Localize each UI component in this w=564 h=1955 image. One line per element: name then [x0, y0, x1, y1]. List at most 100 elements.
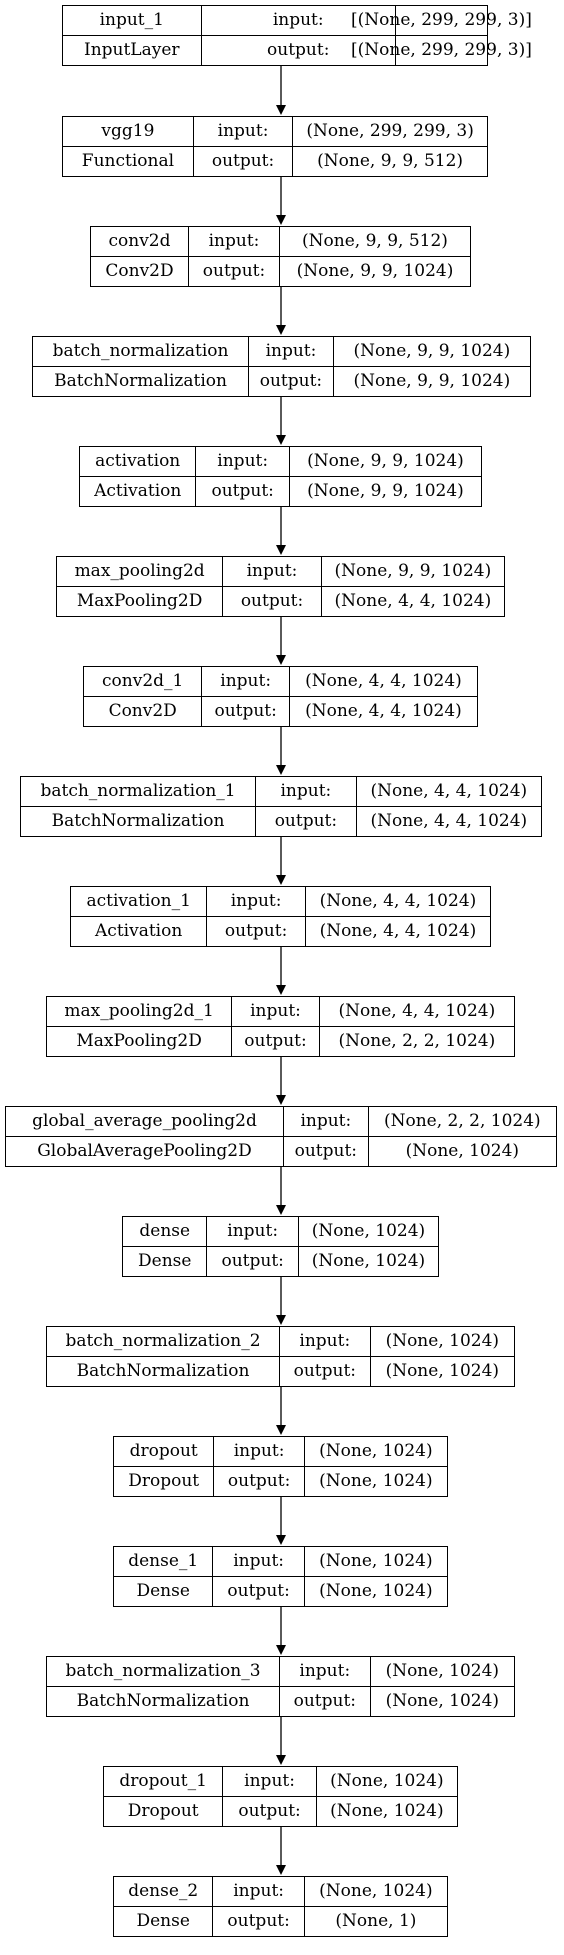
layer-type: Dense	[136, 1581, 190, 1602]
output-label: output:	[279, 1356, 370, 1386]
input-label: input:	[231, 997, 319, 1026]
input-label: input:	[255, 777, 356, 806]
edge-arrowhead	[276, 765, 286, 775]
layer-row-output: Conv2D output:(None, 9, 9, 1024)	[91, 256, 470, 286]
layer-row-output: Functional output:(None, 9, 9, 512)	[63, 146, 487, 176]
layer-node: max_pooling2d_1 input:(None, 4, 4, 1024) M…	[46, 996, 515, 1057]
layer-type: Conv2D	[105, 261, 174, 282]
input-shape: (None, 1024)	[303, 1547, 447, 1576]
output-shape: (None, 4, 4, 1024)	[288, 696, 477, 726]
layer-name: dropout	[129, 1441, 198, 1462]
layer-name: activation_1	[86, 891, 191, 912]
layer-type: MaxPooling2D	[76, 1031, 202, 1052]
edge-arrowhead	[276, 875, 286, 885]
layer-type: GlobalAveragePooling2D	[37, 1141, 252, 1162]
output-shape: (None, 4, 4, 1024)	[304, 916, 490, 946]
output-label: output:	[192, 146, 292, 176]
layer-type: Functional	[81, 151, 175, 172]
layer-type: Dropout	[128, 1471, 200, 1492]
output-shape: (None, 9, 9, 1024)	[332, 366, 530, 396]
layer-name: max_pooling2d	[74, 561, 205, 582]
output-shape: (None, 4, 4, 1024)	[355, 806, 541, 836]
input-shape: (None, 1024)	[303, 1877, 447, 1906]
input-shape: (None, 1024)	[297, 1217, 438, 1246]
input-label: input:	[248, 337, 333, 366]
output-shape: (None, 1024)	[297, 1246, 438, 1276]
layer-type: MaxPooling2D	[76, 591, 203, 612]
output-shape: (None, 9, 9, 512)	[292, 146, 487, 176]
layer-type: BatchNormalization	[54, 371, 227, 392]
edge-arrowhead	[276, 1535, 286, 1545]
layer-name: vgg19	[101, 121, 155, 142]
edge-arrowhead	[276, 1865, 286, 1875]
input-shape: [(None, 299, 299, 3)]	[351, 6, 532, 35]
input-shape: (None, 1024)	[303, 1437, 447, 1466]
output-label: output:	[212, 1576, 303, 1606]
input-shape: (None, 4, 4, 1024)	[355, 777, 541, 806]
layer-node: activation_1 input:(None, 4, 4, 1024) Acti…	[70, 886, 491, 947]
input-shape: (None, 1024)	[369, 1327, 514, 1356]
edge-arrowhead	[276, 655, 286, 665]
edge-arrowhead	[276, 1755, 286, 1765]
edge-arrowhead	[276, 1205, 286, 1215]
layer-name: batch_normalization	[52, 341, 229, 362]
input-label: input:	[200, 6, 395, 35]
layer-type: Activation	[94, 481, 182, 502]
input-shape: (None, 4, 4, 1024)	[318, 997, 514, 1026]
output-label: output:	[206, 916, 305, 946]
input-label: input:	[213, 1437, 303, 1466]
input-label: input:	[279, 1327, 370, 1356]
input-label: input:	[222, 1767, 315, 1796]
layer-name: max_pooling2d_1	[64, 1001, 214, 1022]
output-label: output:	[188, 256, 279, 286]
output-shape: (None, 9, 9, 1024)	[288, 476, 481, 506]
edge-arrowhead	[276, 1425, 286, 1435]
output-label: output:	[206, 1246, 297, 1276]
layer-name: conv2d_1	[102, 671, 184, 692]
edge-arrowhead	[276, 215, 286, 225]
edge-arrowhead	[276, 325, 286, 335]
edge-arrowhead	[276, 1095, 286, 1105]
input-shape: (None, 2, 2, 1024)	[367, 1107, 556, 1136]
output-label: output:	[222, 1796, 315, 1826]
output-label: output:	[222, 586, 321, 616]
input-label: input:	[212, 1877, 303, 1906]
input-shape: (None, 299, 299, 3)	[292, 117, 487, 146]
output-label: output:	[248, 366, 333, 396]
layer-name: batch_normalization_3	[65, 1661, 261, 1682]
output-label: output:	[255, 806, 356, 836]
input-label: input:	[201, 667, 289, 696]
layer-node: batch_normalization input:(None, 9, 9, 10…	[32, 336, 531, 397]
layer-name: input_1	[99, 10, 164, 31]
input-label: input:	[206, 887, 305, 916]
output-shape: (None, 9, 9, 1024)	[279, 256, 470, 286]
layer-name: dense	[139, 1221, 191, 1242]
edge-arrowhead	[276, 985, 286, 995]
layer-type: Activation	[95, 921, 183, 942]
edge-arrowhead	[276, 1315, 286, 1325]
